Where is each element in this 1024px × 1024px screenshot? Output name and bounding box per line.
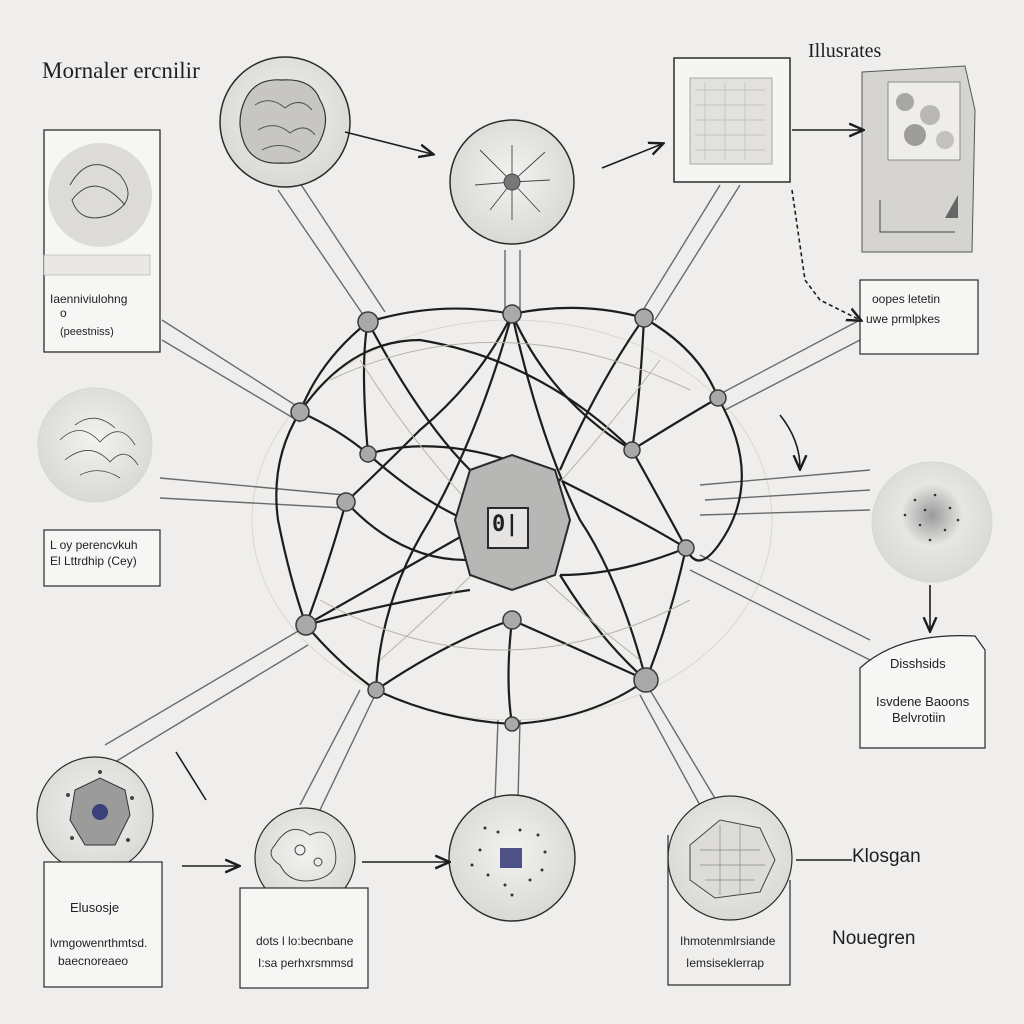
bottom-card-3-frame: [667, 835, 791, 986]
tick-line: [175, 751, 207, 801]
right-card-2-line-1: Disshsids: [890, 656, 946, 671]
right-dot-circle: [871, 461, 993, 583]
top-left-title: Mornaler ercnilir: [42, 58, 200, 83]
node: [502, 304, 522, 324]
left-card-1-line-3: (peestniss): [60, 326, 114, 338]
right-card-2-frame: [859, 635, 986, 749]
fibre-cluster-icon: [59, 417, 139, 479]
right-card-1-frame: [859, 279, 979, 355]
center-hub: [453, 453, 572, 592]
bottom-left-graphic: [36, 756, 163, 988]
bottom-card-2-frame: [239, 887, 369, 989]
bottom-card-3-line-2: Iemsiseklerrap: [686, 956, 765, 970]
center-hub-glyph: 0|: [492, 512, 519, 537]
bottom-card-1-line-2: lvmgowenrthmtsd.: [50, 936, 148, 950]
top-left-circle: [219, 56, 351, 188]
arrow-right: [344, 131, 432, 154]
arrow-right: [601, 144, 662, 169]
right-card-1-line-2: uwe prmlpkes: [866, 312, 941, 326]
bottom-right-graphic: [667, 795, 793, 986]
top-right-texture-square: [673, 57, 791, 183]
spokes: [104, 179, 871, 821]
bottom-card-2-line-2: I:sa perhxrsmmsd: [258, 956, 354, 970]
right-card-2-line-3: Belvrotiin: [892, 710, 946, 725]
bottom-card-1-line-1: Elusosje: [70, 900, 120, 915]
arrows: [175, 130, 930, 866]
top-right-panel: [861, 65, 976, 253]
right-card-1-line-1: oopes letetin: [872, 292, 941, 306]
node: [357, 311, 379, 333]
node: [290, 402, 310, 422]
arrow-dashed: [791, 189, 860, 320]
blob-icon: [239, 79, 327, 164]
right-card-2-line-2: Isvdene Baoons: [876, 694, 970, 709]
bottom-right-label-1: Klosgan: [852, 846, 921, 867]
top-center-circle: [449, 119, 575, 245]
bottom-card-3-line-1: Ihmotenmlrsiande: [680, 934, 776, 948]
bottom-second-graphic: [239, 807, 369, 989]
node: [336, 492, 356, 512]
left-card-2-line-2: El Lttrdhip (Cey): [50, 554, 137, 568]
node: [623, 441, 641, 459]
node: [677, 539, 695, 557]
mesh-lines: [275, 306, 743, 726]
node: [634, 308, 654, 328]
node: [502, 610, 522, 630]
left-card-1-graphic: [43, 129, 161, 353]
node: [709, 389, 727, 407]
left-card-1-line-1: Iaenniviulohng: [50, 292, 128, 306]
bottom-card-2-line-1: dots l lo:becnbane: [256, 934, 354, 948]
hub-square-icon: [487, 507, 529, 549]
node: [359, 445, 377, 463]
bottom-card-1-line-3: baecnoreaeo: [58, 954, 129, 968]
left-circle-2: [37, 387, 161, 587]
bottom-center-circle: [448, 794, 576, 922]
bottom-card-1-frame: [43, 861, 163, 988]
left-card-2-frame: [43, 529, 161, 587]
node: [633, 667, 659, 693]
neuron-icon: [474, 145, 551, 220]
arrow-down: [779, 414, 800, 468]
left-card-1-line-2: o: [60, 306, 67, 320]
bottom-right-label-2: Nouegren: [832, 928, 916, 949]
node: [295, 614, 317, 636]
top-right-title: Illusrates: [808, 40, 882, 62]
node: [367, 681, 385, 699]
left-card-2-line-1: L oy perencvkuh: [50, 538, 138, 552]
junction-nodes: [290, 304, 727, 732]
node: [504, 716, 520, 732]
